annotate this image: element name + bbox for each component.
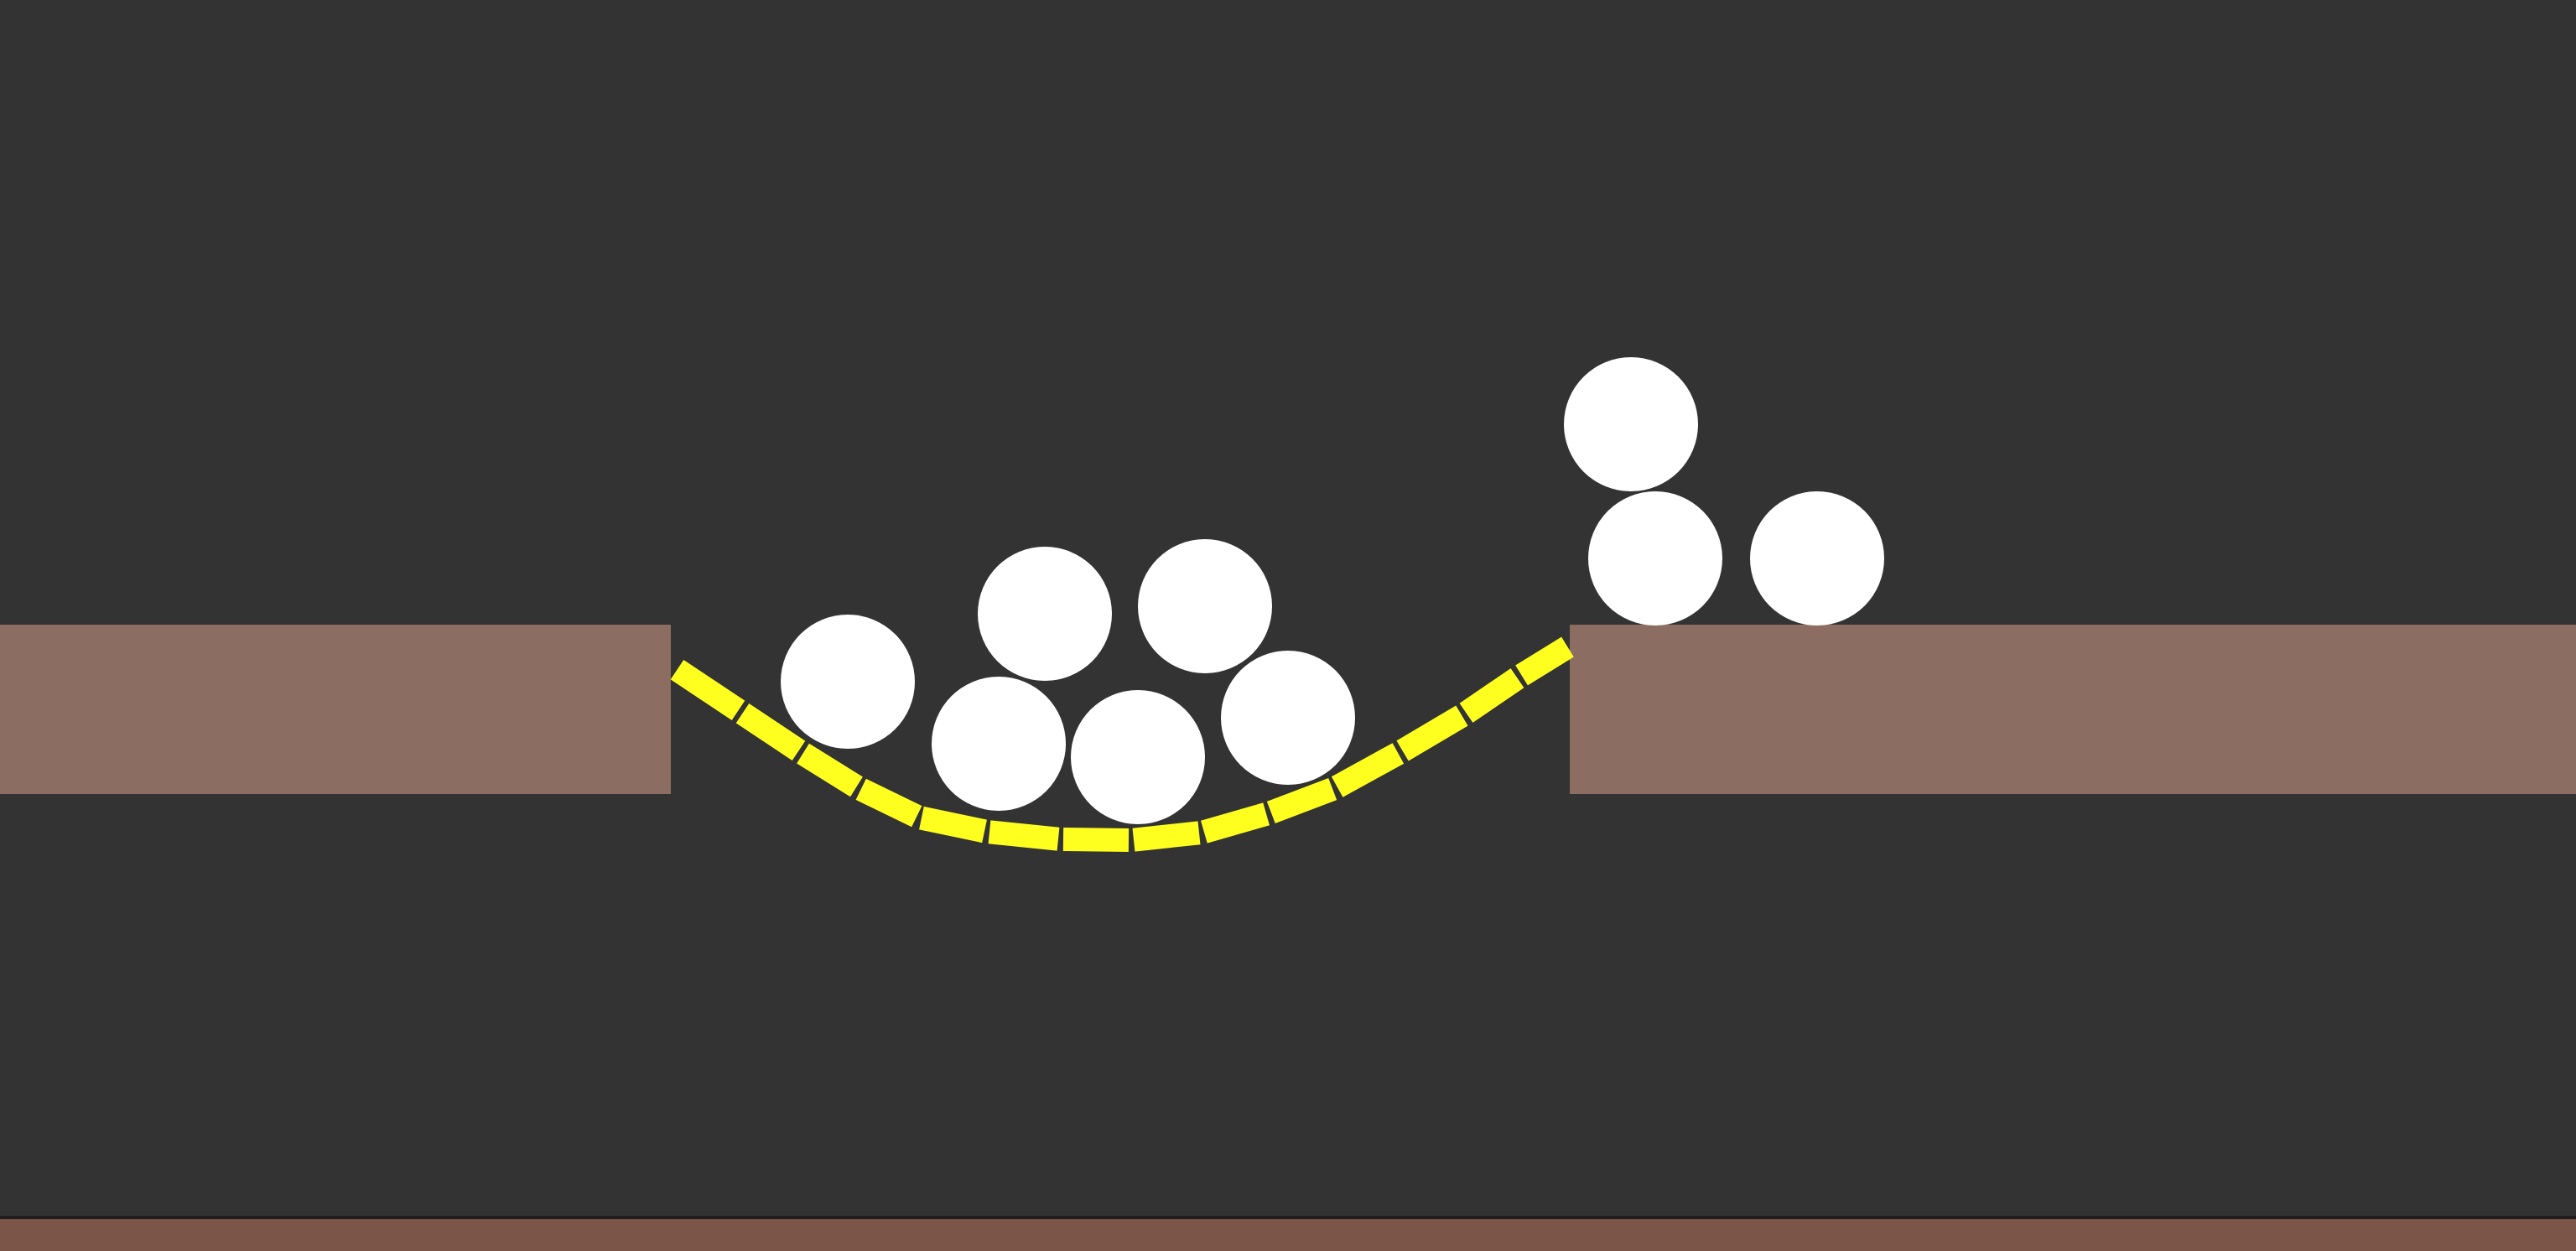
bridge-plank	[919, 806, 987, 844]
bridge-plank	[1396, 705, 1468, 761]
left-platform	[0, 625, 671, 794]
rope-bridge	[670, 636, 1574, 852]
bridge-plank	[1459, 668, 1524, 723]
ball	[1750, 491, 1884, 626]
bridge-plank	[670, 660, 745, 720]
bridge-plank	[1062, 828, 1130, 852]
ball	[1138, 539, 1272, 673]
bridge-plank	[1266, 777, 1337, 824]
ball	[1071, 690, 1205, 824]
right-platform	[1570, 625, 2576, 794]
ground-edge-line	[0, 1216, 2576, 1219]
ball	[781, 615, 915, 749]
bridge-plank	[988, 820, 1060, 851]
bridge-plank	[1201, 802, 1270, 844]
ground	[0, 1218, 2576, 1251]
ball	[1564, 357, 1698, 491]
bridge-plank	[1132, 821, 1201, 852]
ball	[932, 677, 1066, 811]
ball	[1221, 651, 1355, 785]
ball	[1588, 491, 1722, 626]
bridge-plank	[1331, 743, 1405, 797]
bridge-plank	[735, 703, 806, 760]
balls-group	[781, 357, 1884, 824]
bridge-plank	[1515, 636, 1574, 686]
bridge-plank	[797, 743, 863, 797]
bridge-plank	[855, 778, 922, 828]
ball	[978, 547, 1112, 681]
